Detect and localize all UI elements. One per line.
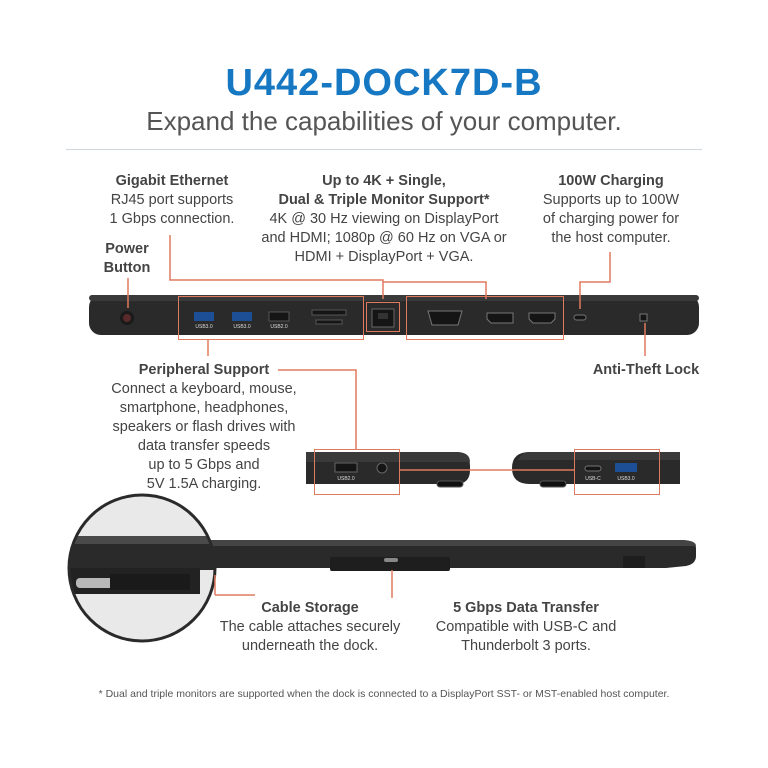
footnote: * Dual and triple monitors are supported…: [98, 688, 670, 700]
feature-peripheral-support: Peripheral Support Connect a keyboard, m…: [100, 361, 308, 494]
product-model-title: U442-DOCK7D-B: [225, 62, 543, 104]
port-label-usbc: USB-C: [585, 476, 601, 482]
feature-data-transfer: 5 Gbps Data Transfer Compatible with USB…: [426, 599, 626, 656]
port-label-usb2: USB2.0: [270, 324, 288, 330]
feature-title: 100W Charging: [558, 173, 664, 189]
feature-desc-line: 1 Gbps connection.: [109, 211, 235, 227]
usb3-port-icon: [194, 312, 214, 321]
feature-title: Cable Storage: [261, 600, 359, 616]
vga-port-icon: [427, 310, 463, 326]
usbc-charging-port-icon: [573, 314, 587, 321]
usb2-side-port-icon: [334, 462, 358, 473]
dock-right-side-view: [512, 452, 680, 488]
sd-card-slot-icon: [311, 309, 347, 316]
feature-power-button: Power Button: [88, 240, 166, 278]
port-label-usb3: USB3.0: [617, 476, 635, 482]
feature-title-line: Power: [105, 241, 149, 257]
dock-bottom-view: [200, 540, 696, 571]
feature-title: Anti-Theft Lock: [592, 362, 700, 378]
usb2-port-icon: [268, 311, 290, 322]
feature-title: Peripheral Support: [138, 362, 270, 378]
callout-lines: [127, 235, 646, 598]
usb3-port-icon: [232, 312, 252, 321]
feature-monitor-support: Up to 4K + Single, Dual & Triple Monitor…: [236, 172, 532, 267]
feature-title: 5 Gbps Data Transfer: [453, 600, 599, 616]
feature-desc-line: data transfer speeds: [137, 438, 271, 454]
feature-title-line: Button: [103, 260, 151, 276]
feature-100w-charging: 100W Charging Supports up to 100W of cha…: [526, 172, 696, 248]
left-side-ports-highlight: [314, 449, 400, 495]
lock-slot-icon: [639, 313, 648, 322]
feature-desc-line: speakers or flash drives with: [112, 419, 296, 435]
port-label-usb3: USB3.0: [195, 324, 213, 330]
feature-desc-line: 5V 1.5A charging.: [146, 476, 262, 492]
cable-storage-magnifier: [67, 493, 217, 643]
ethernet-highlight: [366, 302, 400, 332]
feature-title-line: Dual & Triple Monitor Support*: [278, 192, 490, 208]
feature-desc-line: smartphone, headphones,: [119, 400, 289, 416]
feature-desc-line: the host computer.: [551, 230, 671, 246]
feature-desc-line: of charging power for: [542, 211, 680, 227]
microsd-slot-icon: [315, 319, 343, 325]
feature-desc-line: RJ45 port supports: [110, 192, 234, 208]
feature-desc-line: underneath the dock.: [241, 638, 379, 654]
feature-desc-line: and HDMI; 1080p @ 60 Hz on VGA or: [261, 230, 507, 246]
feature-desc-line: HDMI + DisplayPort + VGA.: [294, 249, 474, 265]
feature-gigabit-ethernet: Gigabit Ethernet RJ45 port supports 1 Gb…: [92, 172, 252, 229]
feature-desc-line: 4K @ 30 Hz viewing on DisplayPort: [269, 211, 499, 227]
feature-anti-theft-lock: Anti-Theft Lock: [576, 361, 716, 380]
feature-desc-line: The cable attaches securely: [219, 619, 401, 635]
right-side-ports-highlight: [574, 449, 660, 495]
dock-left-side-view: [306, 452, 470, 488]
video-ports-highlight: [406, 296, 564, 340]
header-divider: [66, 149, 702, 150]
feature-desc-line: Thunderbolt 3 ports.: [461, 638, 591, 654]
usb3-side-port-icon: [615, 463, 637, 472]
usb-ports-highlight: [178, 296, 364, 340]
dock-front-view: [89, 295, 699, 335]
port-label-usb3: USB3.0: [233, 324, 251, 330]
feature-desc-line: Supports up to 100W: [542, 192, 680, 208]
feature-desc-line: Connect a keyboard, mouse,: [111, 381, 297, 397]
usbc-side-port-icon: [584, 465, 602, 472]
feature-desc-line: Compatible with USB-C and: [435, 619, 617, 635]
feature-desc-line: up to 5 Gbps and: [148, 457, 260, 473]
port-label-usb2: USB2.0: [337, 476, 355, 482]
product-tagline: Expand the capabilities of your computer…: [146, 106, 622, 136]
feature-title: Gigabit Ethernet: [115, 173, 229, 189]
hdmi-port-icon: [528, 312, 556, 324]
audio-jack-icon: [376, 462, 388, 474]
feature-cable-storage: Cable Storage The cable attaches securel…: [210, 599, 410, 656]
feature-title-line: Up to 4K + Single,: [322, 173, 446, 189]
displayport-icon: [486, 312, 514, 324]
usbc-cable-icon: [384, 558, 398, 562]
